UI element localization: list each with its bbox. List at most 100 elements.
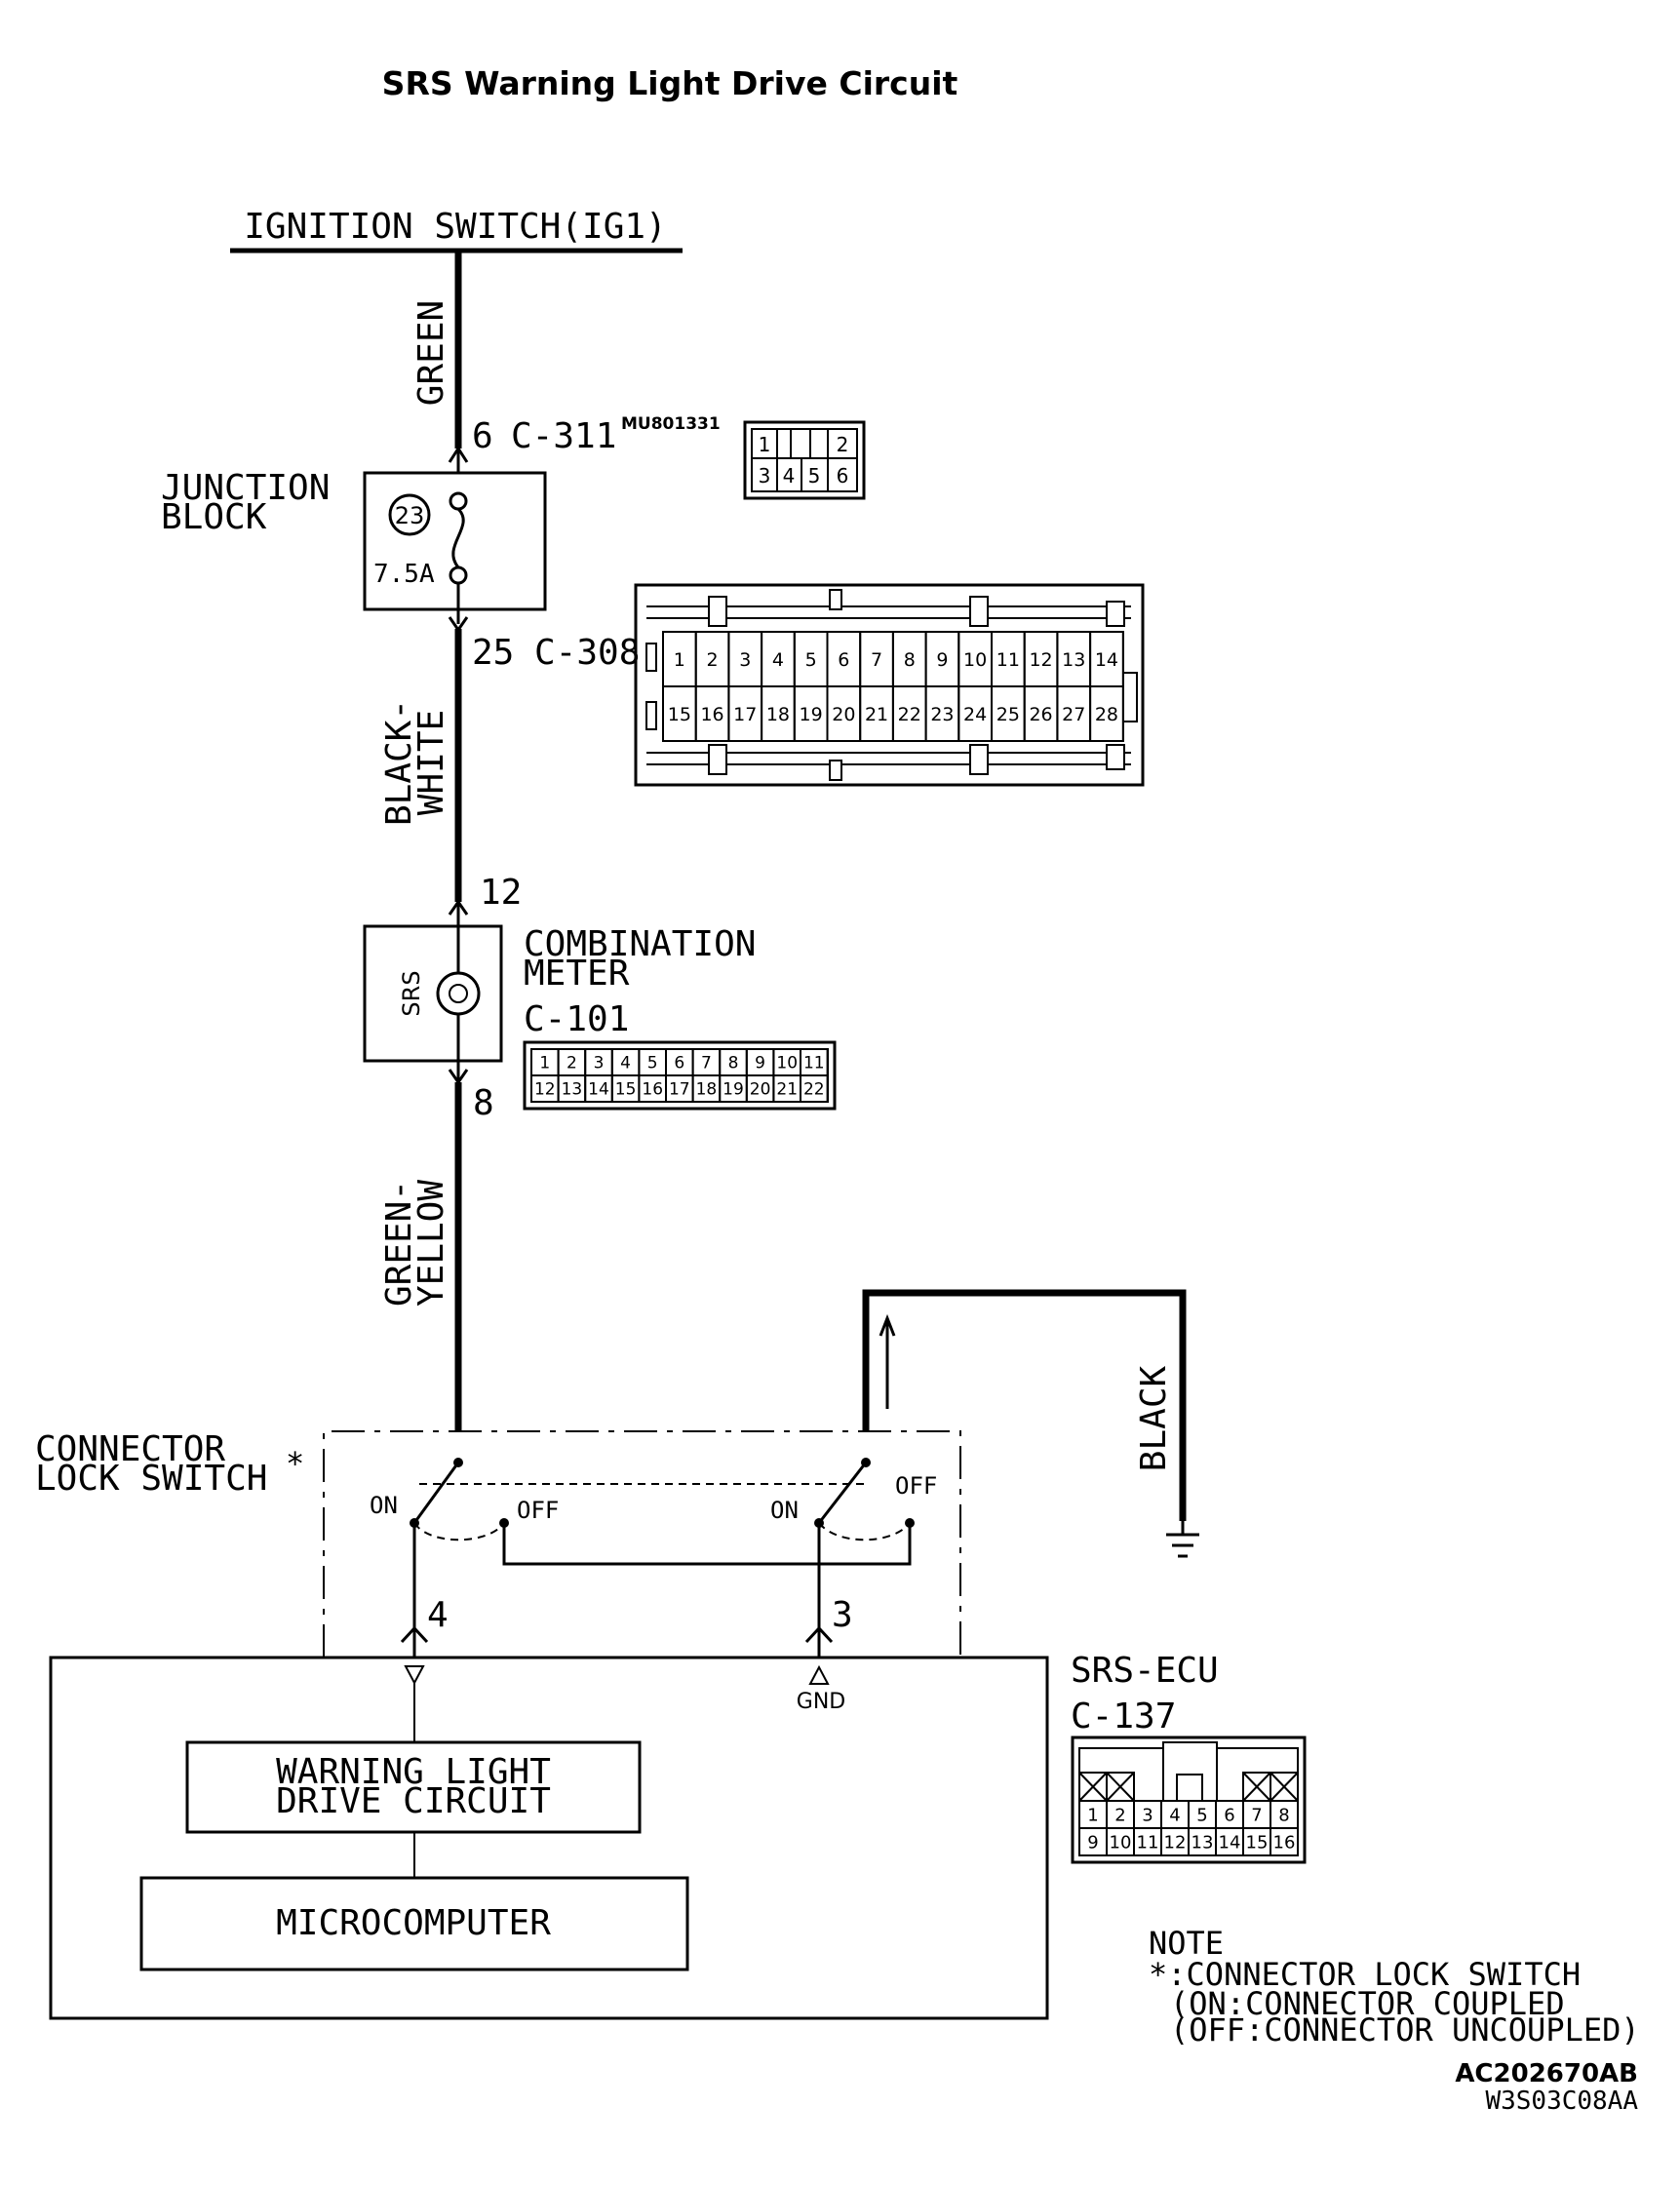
wire-label-black-white-1: BLACK- [379,699,419,826]
pin-label: 6 [674,1054,684,1073]
pin-label: 11 [803,1054,825,1073]
pin-label: 4 [772,649,784,671]
pin-label: 7 [701,1054,712,1073]
pin-label: 5 [808,464,821,488]
gnd-label: GND [797,1690,845,1714]
blank-pin-icon [1270,1772,1299,1802]
pin-label: 8 [904,649,916,671]
pin-label: 24 [963,704,987,725]
pin-label: 14 [1095,649,1118,671]
pin-label: 12 [534,1080,556,1100]
pin-label: 13 [562,1080,583,1100]
note-line-3: (OFF:CONNECTOR UNCOUPLED) [1170,2011,1640,2048]
fuse-number-badge [388,493,431,536]
connector-arrow [448,1069,469,1085]
connector-arrow [448,616,469,633]
pin-label: 16 [700,704,723,725]
pin-label: 3 [1142,1805,1153,1825]
pin-label: 8 [728,1054,739,1073]
microcomputer-box [139,1876,689,1971]
pin-label: 4 [620,1054,631,1073]
pin-label: 22 [803,1080,825,1100]
pin-label: 10 [776,1054,798,1073]
pin-label: 15 [668,704,691,725]
lock-switch-label-2: LOCK SWITCH [35,1459,267,1499]
note-title: NOTE [1149,1925,1224,1962]
pin-label: 2 [707,649,719,671]
pin-label: 16 [642,1080,663,1100]
pin-3: 3 [832,1595,853,1635]
note: NOTE *:CONNECTOR LOCK SWITCH (ON:CONNECT… [1149,1925,1640,2048]
fuse-number: 23 [395,502,425,529]
pin-label: 5 [805,649,817,671]
pin-label: 3 [739,649,751,671]
c311-connector-face: 1 2 3 4 5 6 [743,420,866,500]
pin-label: 1 [674,649,685,671]
connector-c137: C-137 [1071,1697,1176,1736]
pin-label: 28 [1095,704,1118,725]
pin-label: 9 [1087,1832,1098,1853]
junction-block-label-1: JUNCTION [161,468,330,508]
pin-label: 19 [723,1080,744,1100]
junction-block-box [363,471,547,611]
pin-label: 1 [759,433,771,456]
pin-4: 4 [427,1595,449,1635]
pin-label: 1 [539,1054,550,1073]
pin-label: 17 [669,1080,690,1100]
pin-label: 27 [1062,704,1085,725]
blank-pin-icon [1078,1772,1108,1802]
pin-8: 8 [473,1083,494,1123]
connector-c308: C-308 [534,633,640,673]
pin-label: 22 [898,704,921,725]
srs-warning-lamp-icon [436,971,481,1016]
connector-c311: C-311 [511,416,616,456]
ground-icon [1166,1521,1199,1558]
pin-label: 6 [837,464,849,488]
pin-label: 26 [1029,704,1052,725]
switch-left-on: ON [370,1492,398,1519]
connector-arrow [448,899,469,916]
pin-label: 11 [1137,1832,1159,1853]
combination-meter: SRS 12 8 COMBINATION METER C-101 [363,873,756,1123]
pin-label: 2 [837,433,849,456]
pin-label: 20 [832,704,855,725]
microcomputer-label: MICROCOMPUTER [276,1903,551,1943]
pin-cell [1270,1827,1299,1856]
switch-right-on: ON [770,1497,799,1524]
pin-label: 8 [1278,1805,1289,1825]
figure-code-2: W3S03C08AA [1485,2087,1638,2116]
wire-label-green: GREEN [411,300,451,406]
switch-right: ON OFF [770,1458,937,1541]
page-title: SRS Warning Light Drive Circuit [382,64,958,102]
off-terminal-link [502,1523,912,1566]
lock-switch-asterisk: * [286,1445,304,1482]
pin-label: 21 [865,704,888,725]
pin-label: 4 [783,464,796,488]
srs-ecu: GND WARNING LIGHT DRIVE CIRCUIT MICROCOM… [49,1651,1219,2020]
junction-block-label-2: BLOCK [161,497,267,537]
pin-label: 13 [1062,649,1085,671]
pin-label: 2 [1114,1805,1125,1825]
wire-label-black: BLACK [1134,1365,1174,1471]
wire-label-green-yellow-1: GREEN- [379,1180,419,1307]
srs-ecu-box [49,1656,1049,2020]
pin-label: 9 [755,1054,765,1073]
part-number: MU801331 [621,414,721,434]
junction-block: 23 7.5A JUNCTION BLOCK 6 C-311 MU801331 … [161,414,721,673]
pin-cell [800,1074,829,1103]
input-terminal-icon [404,1665,425,1686]
pin-label: 12 [1164,1832,1187,1853]
pin-25: 25 [472,633,514,673]
connector-arrow [400,1625,429,1644]
srs-ecu-label: SRS-ECU [1071,1651,1219,1691]
pin-label: 10 [963,649,987,671]
fuse-terminal-top [449,491,468,511]
pin-label: 10 [1110,1832,1132,1853]
pin-label: 25 [996,704,1020,725]
wire-black [862,1289,1187,1521]
warning-light-label-1: WARNING LIGHT [276,1752,551,1792]
pin-label: 1 [1087,1805,1098,1825]
